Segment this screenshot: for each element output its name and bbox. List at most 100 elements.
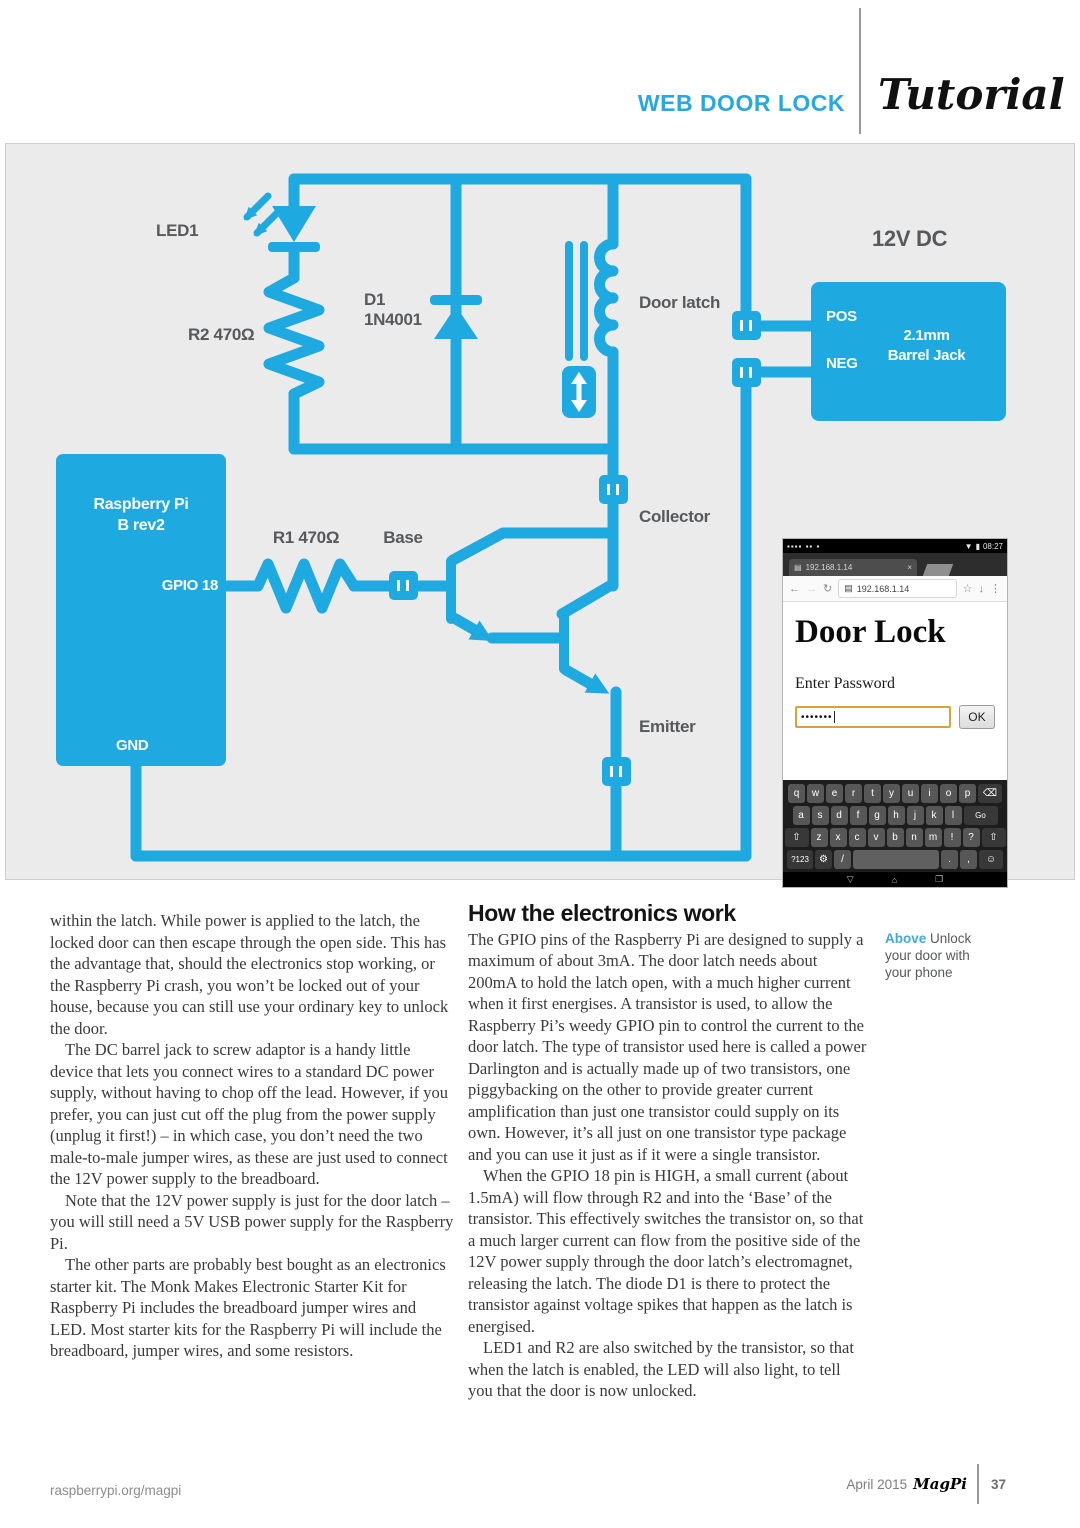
label-gnd: GND bbox=[116, 737, 149, 754]
key-n[interactable]: n bbox=[905, 828, 923, 847]
key-r[interactable]: r bbox=[845, 784, 862, 803]
key-question[interactable]: ? bbox=[962, 828, 980, 847]
label-door-latch: Door latch bbox=[639, 293, 721, 312]
key-l[interactable]: l bbox=[944, 806, 962, 825]
label-emitter: Emitter bbox=[639, 717, 696, 736]
slash-key[interactable]: / bbox=[834, 850, 851, 869]
phone-status-bar: ▪▪▪▪ ▪▪ ▪ ▼ ▮ 08:27 bbox=[783, 539, 1007, 553]
menu-icon[interactable]: ⋮ bbox=[990, 583, 1001, 595]
web-page-content: Door Lock Enter Password ••••••• OK bbox=[783, 602, 1007, 780]
page-section-title: WEB DOOR LOCK bbox=[637, 90, 845, 116]
phone-screenshot: ▪▪▪▪ ▪▪ ▪ ▼ ▮ 08:27 ▤ 192.168.1.14 × ← →… bbox=[782, 538, 1008, 888]
status-notification-icons: ▪▪▪▪ ▪▪ ▪ bbox=[787, 541, 821, 551]
caption-text: Unlock your door with your phone bbox=[885, 931, 972, 980]
key-x[interactable]: x bbox=[829, 828, 847, 847]
label-led1: LED1 bbox=[156, 221, 199, 240]
android-keyboard: q w e r t y u i o p ⌫ a s d f g h j k l … bbox=[783, 780, 1007, 872]
raspberry-pi-box bbox=[56, 454, 226, 766]
key-t[interactable]: t bbox=[864, 784, 881, 803]
url-bar[interactable]: ▤ 192.168.1.14 bbox=[838, 579, 957, 598]
label-12v-dc: 12V DC bbox=[872, 226, 948, 251]
key-a[interactable]: a bbox=[792, 806, 810, 825]
label-neg: NEG bbox=[826, 355, 858, 372]
doc-icon: ▤ bbox=[844, 583, 853, 593]
key-q[interactable]: q bbox=[788, 784, 805, 803]
resistor-r1-symbol bbox=[252, 558, 360, 614]
transistor-q1-base-bar bbox=[446, 556, 456, 624]
new-tab-button[interactable] bbox=[922, 564, 954, 576]
go-key[interactable]: Go bbox=[963, 806, 998, 825]
key-u[interactable]: u bbox=[902, 784, 919, 803]
footer-website: raspberrypi.org/magpi bbox=[50, 1483, 182, 1498]
back-icon[interactable]: ← bbox=[789, 582, 800, 595]
label-gpio18: GPIO 18 bbox=[161, 577, 219, 594]
bookmark-star-icon[interactable]: ☆ bbox=[962, 583, 973, 595]
shift-key-icon[interactable]: ⇧ bbox=[981, 828, 1006, 847]
shift-key-icon[interactable]: ⇧ bbox=[784, 828, 809, 847]
close-tab-icon[interactable]: × bbox=[907, 563, 912, 572]
label-base: Base bbox=[383, 528, 423, 547]
forward-icon[interactable]: → bbox=[806, 582, 817, 595]
key-d[interactable]: d bbox=[830, 806, 848, 825]
terminal-pos bbox=[732, 311, 761, 340]
q2-emitter-arrowhead bbox=[584, 673, 610, 694]
paragraph: within the latch. While power is applied… bbox=[50, 911, 449, 1038]
article-left-column: within the latch. While power is applied… bbox=[50, 910, 454, 1362]
download-icon[interactable]: ↓ bbox=[978, 582, 985, 595]
key-o[interactable]: o bbox=[940, 784, 957, 803]
label-jack-type: Barrel Jack bbox=[887, 347, 966, 364]
q1-emitter-arrowhead bbox=[468, 620, 494, 641]
key-e[interactable]: e bbox=[826, 784, 843, 803]
latch-motion-arrow bbox=[571, 372, 587, 412]
label-r1: R1 470Ω bbox=[272, 528, 340, 547]
key-j[interactable]: j bbox=[906, 806, 924, 825]
comma-key[interactable]: , bbox=[960, 850, 977, 869]
emoji-key-icon[interactable]: ☺ bbox=[979, 850, 1003, 869]
key-i[interactable]: i bbox=[921, 784, 938, 803]
url-text: 192.168.1.14 bbox=[856, 583, 910, 594]
ok-button[interactable]: OK bbox=[958, 705, 995, 729]
key-f[interactable]: f bbox=[849, 806, 867, 825]
resistor-r2-symbol bbox=[263, 272, 325, 400]
key-w[interactable]: w bbox=[807, 784, 824, 803]
battery-icon: ▮ bbox=[975, 541, 980, 551]
paragraph: Note that the 12V power supply is just f… bbox=[50, 1190, 454, 1253]
key-y[interactable]: y bbox=[883, 784, 900, 803]
latch-plate-bar bbox=[580, 241, 588, 361]
key-v[interactable]: v bbox=[867, 828, 885, 847]
paragraph: When the GPIO 18 pin is HIGH, a small cu… bbox=[468, 1166, 864, 1336]
latch-coil-symbol bbox=[594, 238, 619, 358]
circuit-schematic bbox=[56, 173, 1006, 862]
diode-d1-symbol bbox=[430, 295, 482, 305]
header-divider bbox=[859, 8, 861, 134]
password-input[interactable]: ••••••• bbox=[795, 706, 951, 728]
label-pos: POS bbox=[826, 308, 857, 325]
nav-back-icon[interactable]: ▽ bbox=[846, 874, 854, 884]
key-g[interactable]: g bbox=[868, 806, 886, 825]
key-b[interactable]: b bbox=[886, 828, 904, 847]
key-m[interactable]: m bbox=[924, 828, 942, 847]
nav-home-icon[interactable]: ⌂ bbox=[891, 874, 898, 885]
key-p[interactable]: p bbox=[959, 784, 976, 803]
circuit-diagram-panel: LED1 R2 470Ω D1 1N4001 Door latch 12V DC… bbox=[5, 143, 1075, 880]
backspace-key-icon[interactable]: ⌫ bbox=[978, 784, 1002, 803]
led-arrowhead-2 bbox=[253, 222, 268, 237]
browser-tab[interactable]: ▤ 192.168.1.14 × bbox=[789, 559, 917, 576]
key-h[interactable]: h bbox=[887, 806, 905, 825]
key-z[interactable]: z bbox=[810, 828, 828, 847]
key-k[interactable]: k bbox=[925, 806, 943, 825]
barrel-jack-box bbox=[811, 282, 1006, 421]
paragraph: The other parts are probably best bought… bbox=[50, 1255, 446, 1360]
space-key[interactable] bbox=[853, 850, 939, 869]
keyboard-settings-icon[interactable]: ⚙ bbox=[815, 850, 832, 869]
text-cursor bbox=[833, 711, 835, 723]
label-d1-name: D1 bbox=[364, 290, 386, 309]
key-s[interactable]: s bbox=[811, 806, 829, 825]
nav-recents-icon[interactable]: ❐ bbox=[935, 874, 944, 884]
period-key[interactable]: . bbox=[941, 850, 958, 869]
key-exclaim[interactable]: ! bbox=[943, 828, 961, 847]
refresh-icon[interactable]: ↻ bbox=[823, 583, 833, 595]
label-d1-part: 1N4001 bbox=[364, 310, 422, 329]
symbols-key[interactable]: ?123 bbox=[787, 850, 813, 869]
key-c[interactable]: c bbox=[848, 828, 866, 847]
